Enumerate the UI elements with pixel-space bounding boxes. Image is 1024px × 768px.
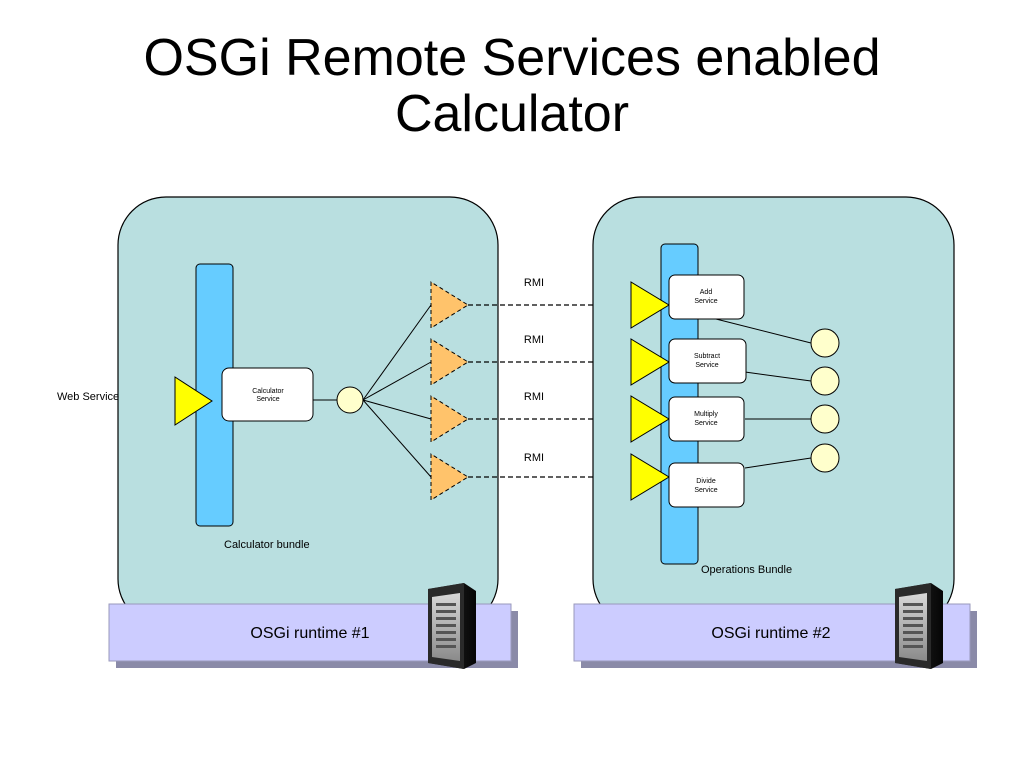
add-service-label-1: Add bbox=[700, 289, 713, 296]
fanout-line-3 bbox=[362, 399, 432, 420]
divide-service-box bbox=[668, 462, 745, 508]
calculator-service-box bbox=[221, 367, 314, 422]
rmi-label-3: RMI bbox=[524, 391, 544, 403]
rmi-connections: RMI RMI RMI RMI bbox=[468, 277, 630, 482]
slide-title-line-2: Calculator bbox=[394, 85, 630, 143]
subtract-to-endpoint-line bbox=[744, 371, 812, 382]
subtract-service-triangle bbox=[630, 338, 670, 386]
divide-to-endpoint-line bbox=[744, 457, 812, 469]
fanout-line-2 bbox=[362, 361, 432, 401]
subtract-service-label-2: Service bbox=[695, 362, 718, 369]
server-tower-icon bbox=[428, 583, 476, 669]
subtract-endpoint-circle bbox=[810, 366, 840, 396]
multiply-service-label-2: Service bbox=[694, 420, 717, 427]
add-to-endpoint-line bbox=[711, 317, 812, 344]
subtract-service-box bbox=[668, 338, 747, 384]
fanout-line-4 bbox=[362, 399, 432, 478]
rmi-label-4: RMI bbox=[524, 452, 544, 464]
slide-title-line-1: OSGi Remote Services enabled bbox=[143, 29, 881, 87]
multiply-endpoint-circle bbox=[810, 404, 840, 434]
rmi-label-1: RMI bbox=[524, 277, 544, 289]
multiply-service-triangle bbox=[630, 395, 670, 443]
fanout-line-1 bbox=[362, 304, 432, 401]
right-runtime-group: OSGi runtime #2 Add Service Subtract Ser… bbox=[573, 196, 977, 669]
calculator-bundle-label: Calculator bundle bbox=[224, 539, 310, 551]
calculator-service-label-1: Calculator bbox=[252, 388, 284, 395]
add-endpoint-circle bbox=[810, 328, 840, 358]
subtract-service-label-1: Subtract bbox=[694, 353, 720, 360]
slide-title: OSGi Remote Services enabled Calculator bbox=[0, 30, 1024, 142]
runtime-1-label: OSGi runtime #1 bbox=[250, 625, 369, 642]
server-tower-icon bbox=[895, 583, 943, 669]
proxy-triangle-3 bbox=[430, 395, 469, 443]
web-service-label: Web Service bbox=[57, 391, 119, 403]
proxy-triangle-2 bbox=[430, 338, 469, 386]
web-service-triangle bbox=[174, 376, 213, 426]
rmi-label-2: RMI bbox=[524, 334, 544, 346]
divide-service-label-1: Divide bbox=[696, 478, 716, 485]
multiply-service-label-1: Multiply bbox=[694, 411, 718, 418]
add-service-triangle bbox=[630, 281, 670, 329]
proxy-triangle-4 bbox=[430, 453, 469, 501]
left-runtime-group: OSGi runtime #1 Web Service Calculator S… bbox=[57, 196, 518, 669]
calculator-service-label-2: Service bbox=[256, 396, 279, 403]
divide-endpoint-circle bbox=[810, 443, 840, 473]
add-service-label-2: Service bbox=[694, 298, 717, 305]
multiply-service-box bbox=[668, 396, 745, 442]
add-service-box bbox=[668, 274, 745, 320]
calculator-endpoint-circle bbox=[336, 386, 364, 414]
operations-bundle-label: Operations Bundle bbox=[701, 564, 792, 576]
divide-service-triangle bbox=[630, 453, 670, 501]
proxy-triangle-1 bbox=[430, 281, 469, 329]
divide-service-label-2: Service bbox=[694, 487, 717, 494]
runtime-2-label: OSGi runtime #2 bbox=[711, 625, 830, 642]
